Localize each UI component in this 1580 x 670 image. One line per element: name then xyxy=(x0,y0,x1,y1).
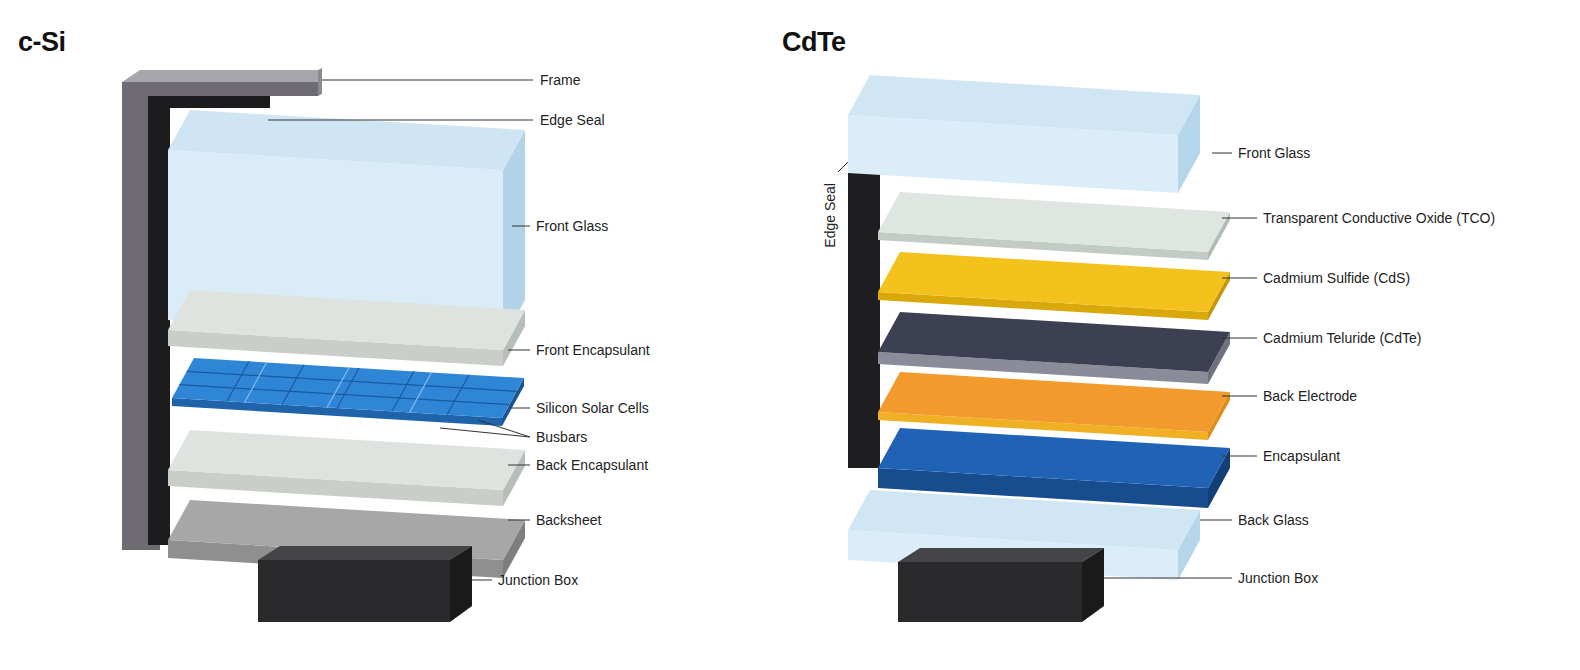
back-glass xyxy=(848,490,1200,550)
frame-top xyxy=(122,70,318,82)
busbar xyxy=(245,362,267,402)
part-label: Frame xyxy=(540,72,580,89)
junction-box-top xyxy=(898,548,1104,562)
busbar xyxy=(327,367,349,407)
part-label: Cadmium Sulfide (CdS) xyxy=(1263,270,1410,287)
panel-title: c-Si xyxy=(18,26,66,58)
leader-lines xyxy=(268,80,1257,580)
part-label: Cadmium Teluride (CdTe) xyxy=(1263,330,1421,347)
cdte-layer xyxy=(878,312,1230,372)
part-label: Front Encapsulant xyxy=(536,342,650,359)
edge-seal xyxy=(848,160,880,468)
busbar xyxy=(410,372,432,412)
cell-gap xyxy=(392,371,414,411)
silicon-solar-cells xyxy=(172,358,524,418)
part-label: Front Glass xyxy=(536,218,608,235)
back-encapsulant xyxy=(168,430,525,490)
panel-title: CdTe xyxy=(782,26,846,58)
part-label: Junction Box xyxy=(1238,570,1318,587)
part-label: Encapsulant xyxy=(1263,448,1340,465)
part-label: Edge Seal xyxy=(540,112,605,129)
front-encapsulant xyxy=(168,290,525,350)
front-glass xyxy=(848,75,1200,135)
part-label: Front Glass xyxy=(1238,145,1310,162)
junction-box-side xyxy=(1082,548,1104,622)
tco-layer xyxy=(878,192,1230,252)
junction-box-side xyxy=(450,546,472,622)
part-label: Back Encapsulant xyxy=(536,457,648,474)
cds-layer xyxy=(878,252,1230,312)
junction-box-top xyxy=(258,546,472,560)
part-label: Junction Box xyxy=(498,572,578,589)
front-glass xyxy=(168,110,525,170)
part-label: Silicon Solar Cells xyxy=(536,400,649,417)
part-label: Back Glass xyxy=(1238,512,1309,529)
part-label: Backsheet xyxy=(536,512,601,529)
frame-edge xyxy=(318,68,322,96)
junction-box xyxy=(898,562,1082,622)
back-electrode xyxy=(878,372,1230,432)
cell-gap xyxy=(447,375,469,415)
cell-gap xyxy=(227,361,249,401)
part-label: Edge Seal xyxy=(822,183,839,248)
part-label: Transparent Conductive Oxide (TCO) xyxy=(1263,210,1495,227)
cell-gap xyxy=(187,371,517,391)
part-label: Busbars xyxy=(536,429,587,446)
part-label: Back Electrode xyxy=(1263,388,1357,405)
encapsulant xyxy=(878,428,1230,488)
cell-gap xyxy=(337,368,359,408)
junction-box xyxy=(258,560,450,622)
cell-gap xyxy=(282,365,304,405)
